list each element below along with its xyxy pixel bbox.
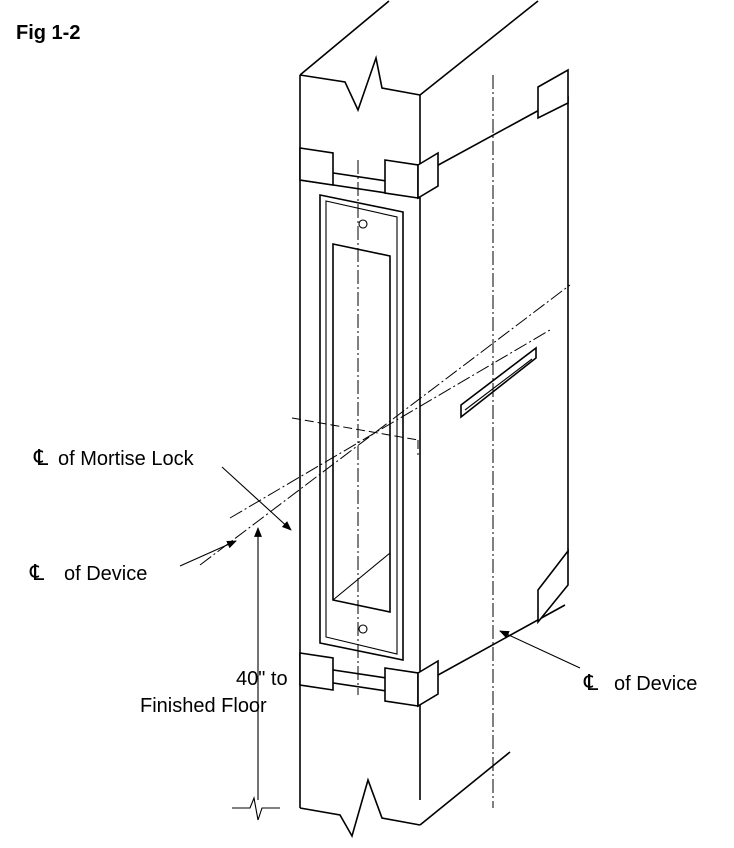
callout-device-left: ℄ of Device [29, 560, 147, 585]
height-dimension [232, 527, 280, 821]
bottom-screw-hole [358, 624, 368, 634]
device-right-leader [499, 630, 581, 669]
mortise-faceplate [319, 194, 404, 661]
centerlines [199, 75, 571, 808]
device-right-label: of Device [614, 673, 697, 695]
latch-slot [460, 346, 537, 419]
callout-mortise-lock: ℄ of Mortise Lock [33, 445, 195, 470]
callout-device-right: ℄ of Device [583, 670, 697, 695]
top-break-line [299, 0, 539, 113]
bottom-break-line [299, 751, 511, 839]
corner-blocks [299, 68, 569, 708]
centerline-symbol: ℄ [33, 445, 49, 470]
figure-title: Fig 1-2 [16, 22, 80, 44]
device-left-label: of Device [64, 563, 147, 585]
device-left-leader [179, 540, 237, 567]
top-screw-hole [358, 219, 368, 229]
mortise-lock-leader [221, 466, 292, 531]
mortise-lock-label: of Mortise Lock [58, 448, 195, 470]
centerline-symbol: ℄ [583, 670, 599, 695]
callout-floor-height: 40" to Finished Floor [140, 668, 288, 717]
floor-height-line2: Finished Floor [140, 695, 267, 717]
centerline-symbol: ℄ [29, 560, 45, 585]
hidden-lines [291, 417, 419, 455]
leader-lines [179, 466, 581, 669]
floor-height-line1: 40" to [236, 668, 288, 690]
